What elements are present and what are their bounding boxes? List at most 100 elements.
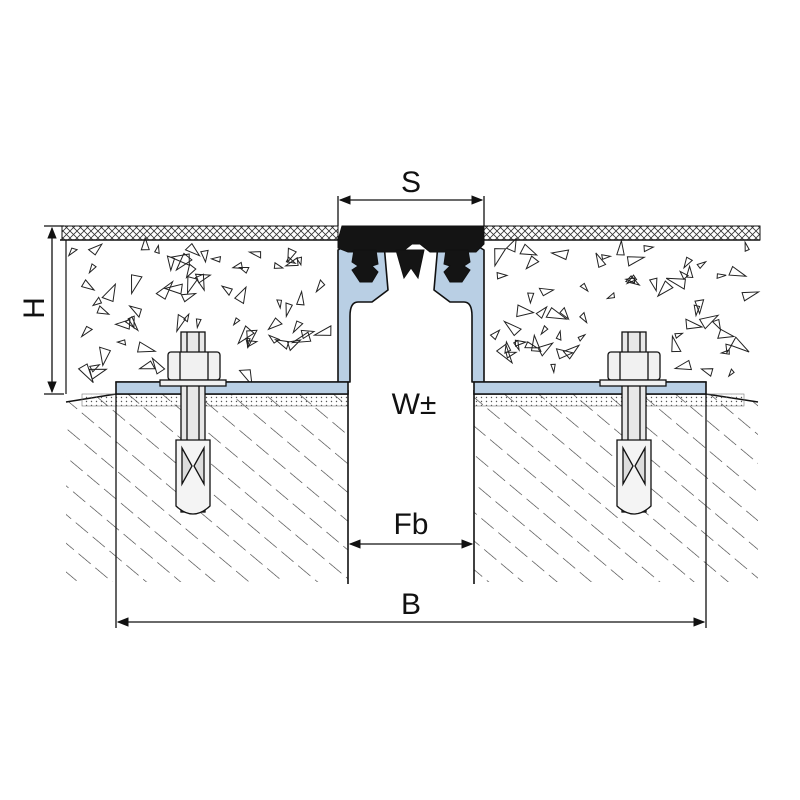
aggregate-shape	[130, 274, 143, 296]
bedding-strip-left	[81, 393, 349, 407]
aggregate-shape	[80, 325, 94, 338]
aggregate-shape	[232, 317, 241, 327]
aggregate-shape	[601, 254, 613, 260]
aggregate-shape	[153, 243, 160, 255]
aggregate-shape	[285, 256, 297, 264]
aggregate-shape	[273, 338, 290, 350]
aggregate-shape	[626, 256, 647, 267]
aggregate-shape	[496, 271, 509, 280]
aggregate-shape	[276, 299, 283, 310]
aggregate-shape	[163, 283, 183, 295]
aggregate-shape	[514, 339, 528, 347]
bedding-strip-right	[473, 393, 745, 407]
aggregate-shape	[525, 255, 540, 270]
aggregate-shape	[494, 248, 507, 268]
aggregate-shape	[678, 270, 690, 280]
aggregate-shape	[194, 273, 212, 284]
aggregate-shape	[577, 333, 587, 342]
aggregate-shape	[136, 341, 157, 353]
aggregate-shape	[246, 329, 258, 350]
aggregate-shape	[504, 340, 512, 354]
aggregate-shape	[741, 291, 761, 302]
aggregate-shape	[200, 249, 209, 264]
aggregate-shape	[549, 249, 570, 261]
aggregate-shape	[674, 332, 685, 340]
aggregate-shape	[685, 318, 704, 330]
aggregate-shape	[184, 242, 201, 257]
aggregate-shape	[545, 306, 569, 320]
aggregate-shape	[295, 289, 305, 306]
aggregate-shape	[245, 337, 251, 348]
aggregate-shape	[550, 363, 556, 375]
aggregate-shape	[519, 243, 539, 256]
aggregate-shape	[555, 348, 575, 360]
aggregate-shape	[673, 359, 693, 371]
aggregate-shape	[696, 260, 708, 270]
concrete-aggregates	[67, 236, 761, 387]
aggregate-shape	[671, 334, 682, 353]
label-w: W±	[392, 388, 437, 421]
aggregate-shape	[716, 273, 727, 280]
label-s: S	[401, 166, 421, 199]
aggregate-shape	[238, 267, 250, 274]
aggregate-shape	[665, 277, 686, 290]
anchor-bolt-right	[599, 331, 667, 515]
aggregate-shape	[693, 304, 701, 318]
label-b: B	[401, 588, 421, 621]
dimension-b	[115, 394, 707, 628]
substrate-right	[474, 393, 759, 582]
aggregate-shape	[175, 252, 193, 272]
aggregate-shape	[728, 265, 748, 277]
aggregate-shape	[88, 263, 97, 275]
aggregate-shape	[656, 280, 674, 298]
aggregate-shape	[273, 261, 285, 269]
aggregate-shape	[312, 325, 332, 336]
aggregate-shape	[115, 339, 127, 346]
aggregate-shape	[166, 255, 176, 273]
aggregate-shape	[186, 276, 199, 295]
aggregate-shape	[220, 285, 234, 297]
aggregate-shape	[295, 256, 303, 267]
aggregate-shape	[176, 313, 187, 334]
aggregate-shape	[495, 343, 514, 365]
aggregate-shape	[555, 329, 562, 341]
aggregate-shape	[101, 282, 117, 303]
dimension-s	[337, 195, 485, 226]
aggregate-shape	[290, 331, 312, 344]
aggregate-shape	[744, 240, 750, 252]
aggregate-shape	[717, 328, 736, 339]
aggregate-shape	[698, 314, 720, 330]
aggregate-shape	[91, 296, 103, 307]
label-fb: Fb	[393, 508, 428, 541]
aggregate-shape	[88, 368, 108, 381]
aggregate-shape	[535, 305, 548, 320]
aggregate-shape	[292, 320, 304, 335]
aggregate-shape	[185, 263, 197, 279]
aggregate-shape	[730, 336, 750, 353]
aggregate-shape	[315, 279, 326, 294]
dimension-h	[44, 225, 64, 395]
floor-finish-right	[483, 225, 761, 241]
aggregate-shape	[138, 360, 156, 370]
anchor-bolt-left	[159, 331, 227, 515]
aggregate-shape	[195, 318, 202, 330]
aggregate-shape	[180, 292, 198, 303]
rubber-insert	[337, 225, 485, 283]
aggregate-shape	[725, 343, 733, 355]
aggregate-shape	[489, 329, 501, 341]
floor-finish-left	[61, 225, 339, 241]
aggregate-shape	[711, 318, 722, 331]
aggregate-shape	[183, 312, 190, 323]
aggregate-shape	[530, 333, 542, 352]
aggregate-shape	[699, 368, 714, 377]
aggregate-shape	[285, 302, 294, 319]
aggregate-shape	[124, 316, 140, 332]
aggregate-shape	[505, 237, 517, 253]
aggregate-shape	[595, 252, 607, 269]
aggregate-shape	[648, 277, 658, 293]
aggregate-shape	[694, 299, 705, 316]
aggregate-shape	[538, 287, 556, 297]
aggregate-shape	[151, 356, 166, 375]
aggregate-shape	[87, 243, 104, 256]
profile-right-flange	[473, 381, 707, 395]
